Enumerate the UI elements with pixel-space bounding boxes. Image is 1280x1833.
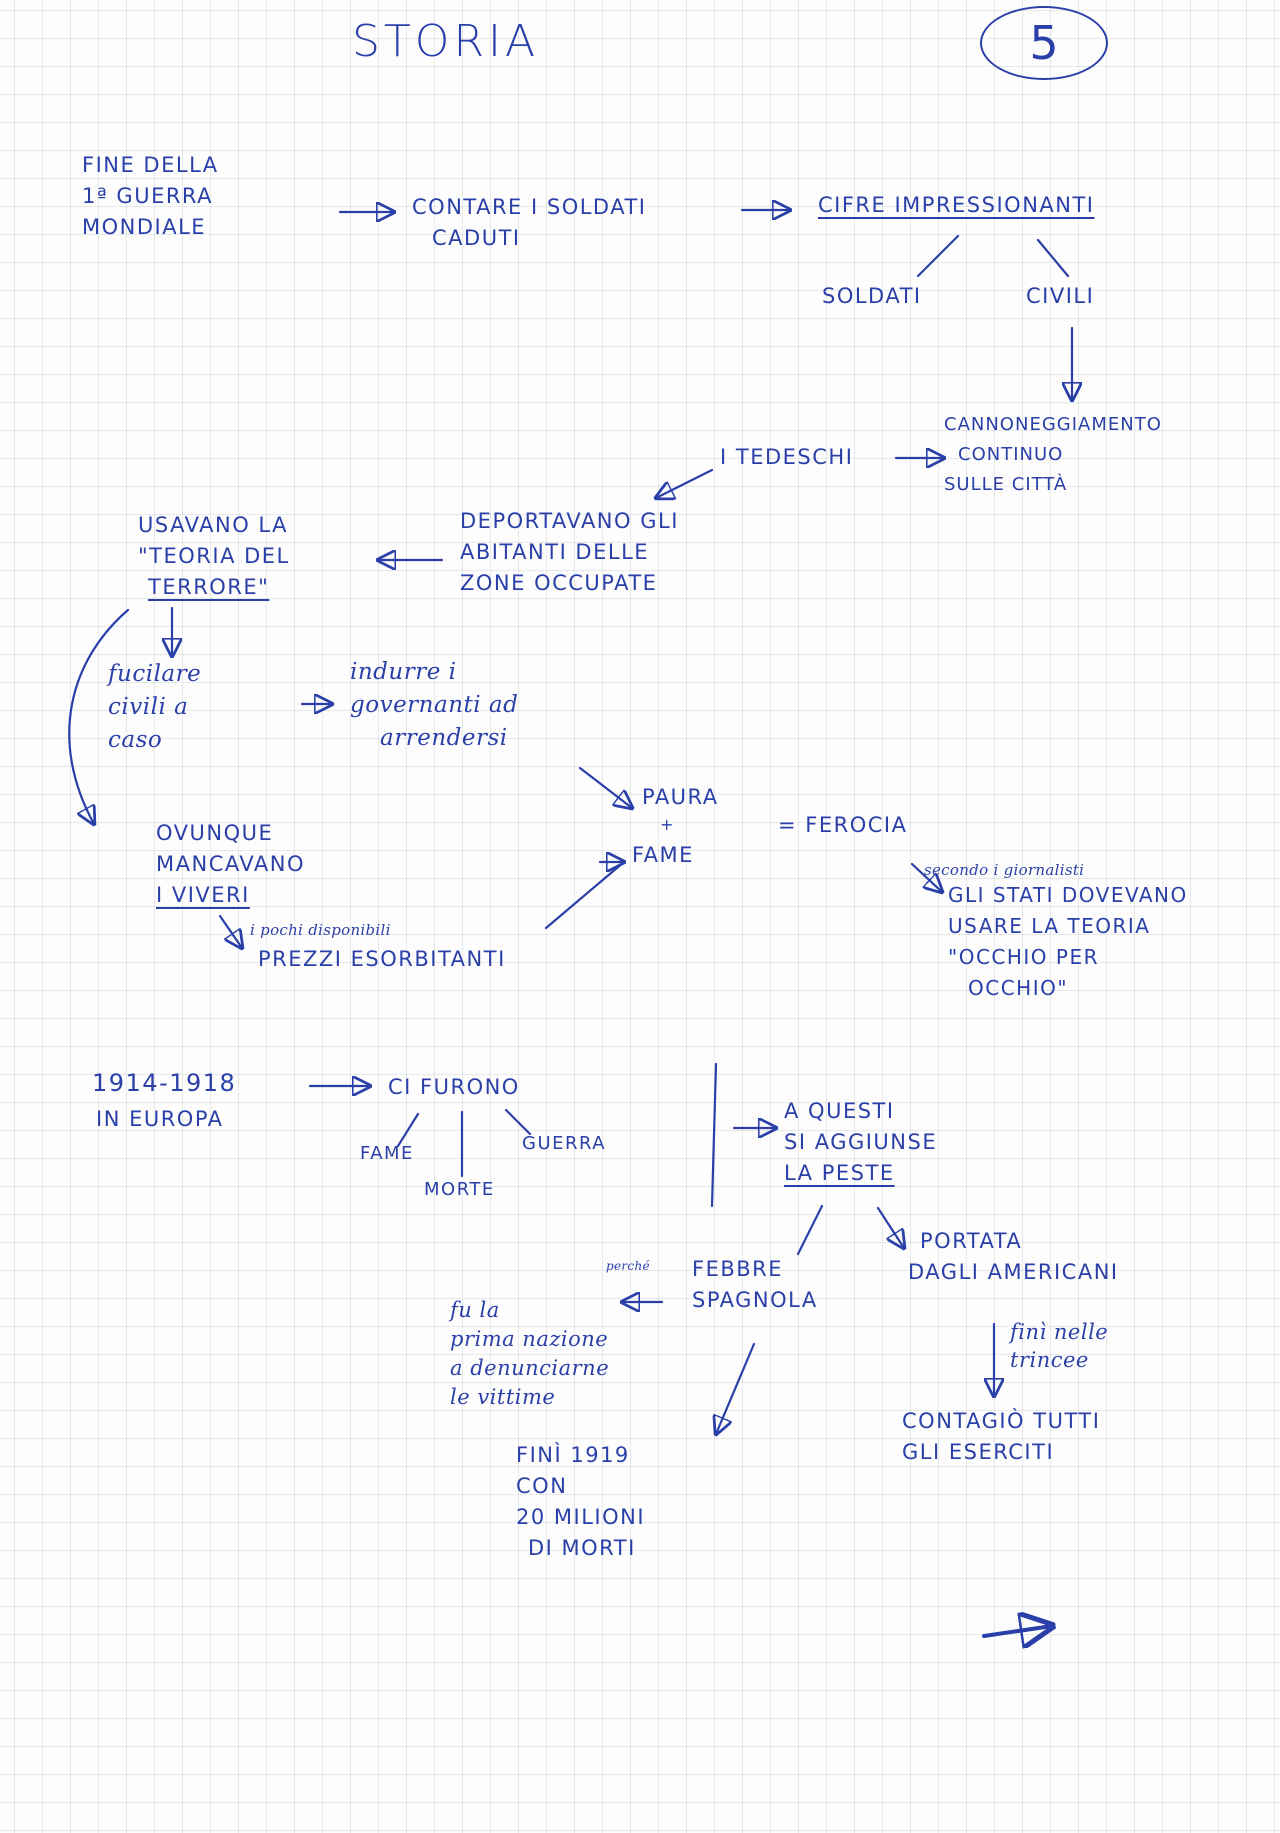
terror-theory: USAVANO LA "TEORIA DEL TERRORE" (138, 513, 290, 599)
induce-surrender: indurre i governanti ad arrendersi (350, 659, 519, 751)
because-note: perché (606, 1259, 650, 1273)
spanish-flu: FEBBRE SPAGNOLA (692, 1257, 818, 1312)
deportation: DEPORTAVANO GLI ABITANTI DELLE ZONE OCCU… (460, 509, 679, 595)
end-1919: FINÌ 1919 CON 20 MILIONI DI MORTI (516, 1443, 646, 1560)
trenches-note: finì nelle trincee (1010, 1320, 1109, 1372)
first-nation-note: fu la prima nazione a denunciarne le vit… (450, 1298, 610, 1409)
count-soldiers: CONTARE I SOLDATI CADUTI (412, 195, 647, 250)
brought-by-americans: PORTATA DAGLI AMERICANI (908, 1229, 1119, 1284)
war-label: GUERRA (522, 1133, 607, 1154)
soldiers-label: SOLDATI (822, 284, 922, 308)
exorbitant-prices: PREZZI ESORBITANTI (258, 947, 506, 971)
few-available-note: i pochi disponibili (250, 921, 391, 939)
page-title: STORIA (352, 16, 540, 67)
hunger-label: FAME (632, 843, 694, 867)
plus-sign: + (660, 815, 675, 834)
europe-label: IN EUROPA (96, 1107, 224, 1131)
impressive-figures: CIFRE IMPRESSIONANTI (818, 193, 1095, 217)
years-label: 1914-1918 (92, 1069, 237, 1097)
journalists-note: secondo i giornalisti (924, 861, 1085, 879)
supplies-missing: OVUNQUE MANCAVANO I VIVERI (156, 821, 306, 907)
ferocity-label: = FEROCIA (778, 813, 908, 837)
germans-label: I TEDESCHI (720, 445, 854, 469)
civilians-label: CIVILI (1026, 284, 1095, 308)
eye-for-eye-theory: GLI STATI DOVEVANO USARE LA TEORIA "OCCH… (948, 883, 1188, 1000)
end-of-ww1: FINE DELLA 1ª GUERRA MONDIALE (82, 153, 219, 239)
there-were-label: CI FURONO (388, 1075, 520, 1099)
death-label: MORTE (424, 1179, 495, 1200)
fear-label: PAURA (642, 785, 719, 809)
bombing-cities: CANNONEGGIAMENTO CONTINUO SULLE CITTÀ (944, 414, 1162, 495)
famine-label: FAME (360, 1143, 414, 1164)
page-number-circle: 5 (980, 6, 1108, 80)
shoot-civilians: fucilare civili a caso (108, 661, 202, 753)
plague-added: A QUESTI SI AGGIUNSE LA PESTE (784, 1099, 938, 1185)
infected-armies: CONTAGIÒ TUTTI GLI ESERCITI (902, 1409, 1101, 1464)
